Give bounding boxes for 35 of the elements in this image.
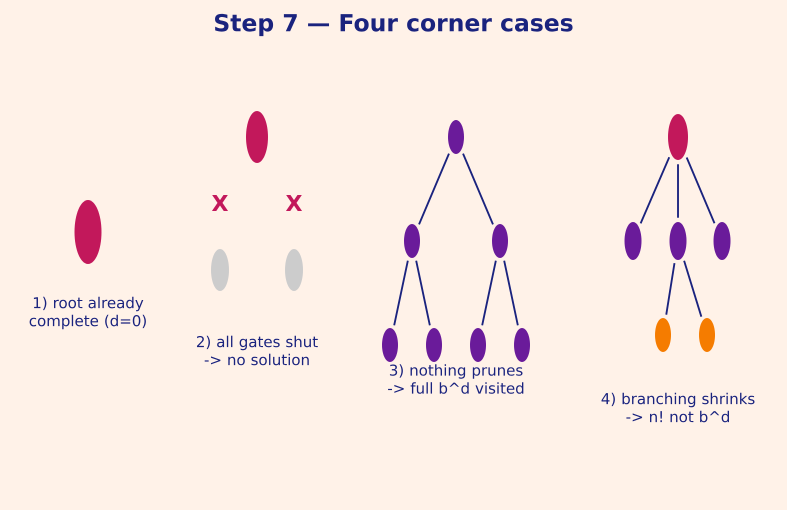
tree-edge: [665, 262, 676, 315]
cross-mark: X: [286, 194, 302, 212]
tree-node: [668, 114, 688, 160]
tree-node: [404, 224, 420, 258]
caption: 2) all gates shut -> no solution: [196, 336, 318, 366]
tree-node: [670, 222, 686, 260]
tree-edge: [640, 156, 670, 224]
tree-node: [74, 200, 102, 264]
tree-edge: [686, 157, 716, 224]
tree-node: [211, 249, 229, 291]
tree-node: [624, 222, 642, 260]
tree-node: [514, 328, 530, 362]
tree-edge: [462, 153, 494, 225]
tree-node: [699, 318, 716, 352]
tree-node: [246, 111, 268, 163]
tree-node: [285, 249, 303, 291]
tree-node: [714, 222, 731, 260]
caption: 1) root already complete (d=0): [30, 296, 146, 330]
caption: 3) nothing prunes -> full b^d visited: [388, 364, 524, 394]
tree-edge: [393, 260, 409, 326]
tree-node: [470, 328, 486, 362]
tree-node: [426, 328, 442, 362]
tree-node: [655, 318, 671, 352]
tree-edge: [677, 164, 679, 218]
cross-mark: X: [212, 194, 228, 212]
tree-edge: [503, 260, 519, 326]
tree-node: [492, 224, 508, 258]
tree-edge: [683, 260, 702, 317]
tree-node: [448, 120, 464, 154]
title: Step 7 — Four corner cases: [215, 14, 573, 36]
tree-node: [382, 328, 398, 362]
tree-edge: [418, 153, 450, 225]
tree-edge: [481, 260, 497, 326]
caption: 4) branching shrinks -> n! not b^d: [602, 392, 754, 422]
tree-edge: [415, 260, 431, 326]
